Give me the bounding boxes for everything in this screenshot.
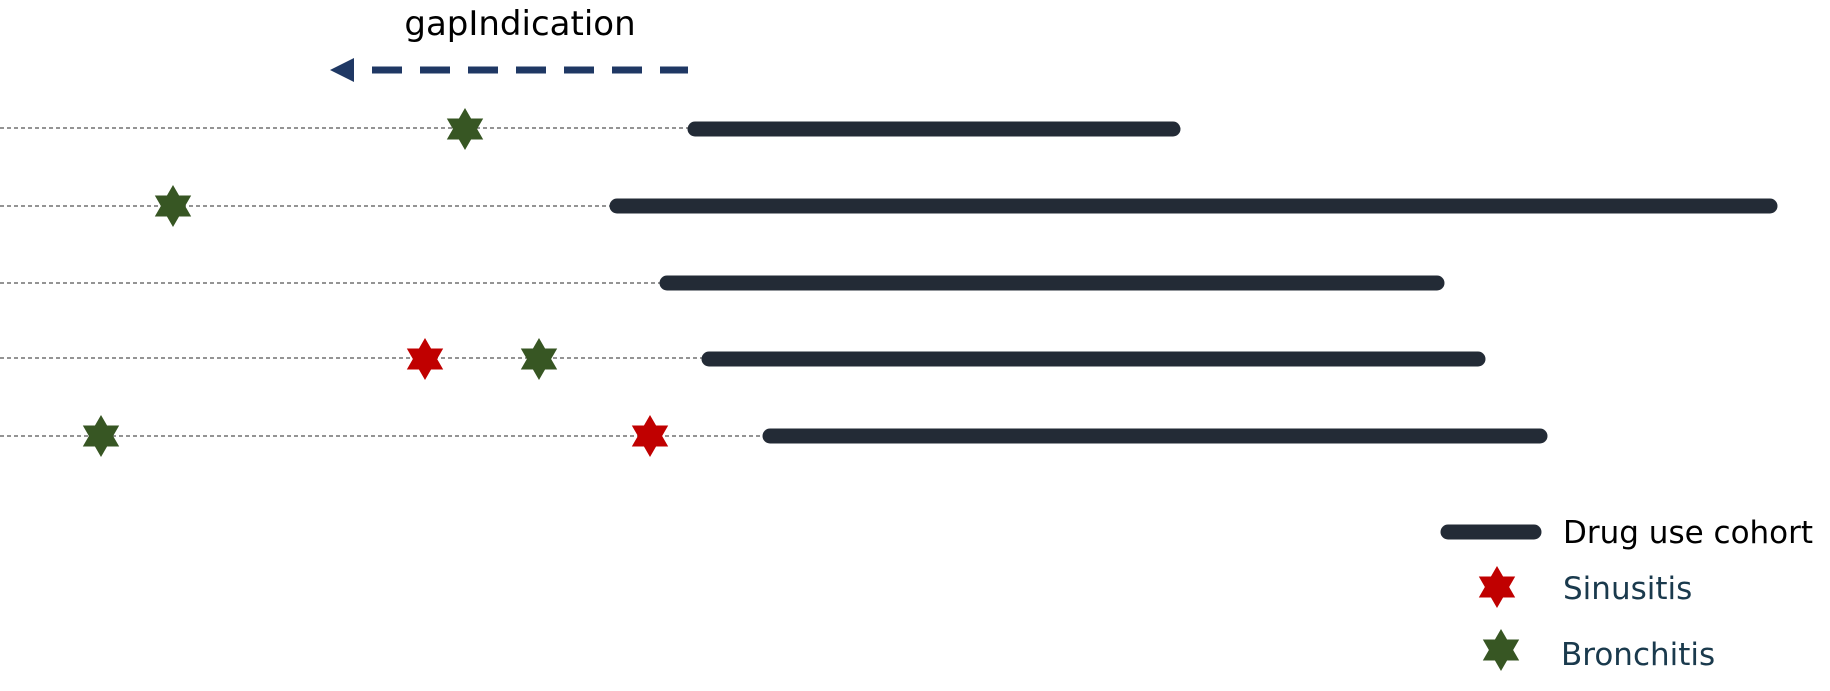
gap-indication-arrowhead-icon [330,58,354,82]
bronchitis-event-icon [520,338,558,380]
legend: Drug use cohort Sinusitis Bronchitis [1440,515,1813,673]
legend-item-drug-use-cohort: Drug use cohort [1440,515,1813,551]
timeline-row [0,415,1548,457]
sinusitis-legend-icon [1478,566,1516,608]
bronchitis-legend-icon [1482,629,1520,671]
timeline-row [0,108,1181,150]
legend-item-sinusitis: Sinusitis [1478,566,1692,608]
timeline-row [0,338,1486,380]
legend-label: Bronchitis [1561,637,1715,673]
bronchitis-event-icon [446,108,484,150]
sinusitis-event-icon [406,338,444,380]
gap-indication-label: gapIndication [404,4,635,44]
legend-label: Drug use cohort [1563,515,1813,551]
legend-label: Sinusitis [1563,571,1692,607]
legend-item-bronchitis: Bronchitis [1482,629,1715,673]
timeline-row [0,185,1778,227]
